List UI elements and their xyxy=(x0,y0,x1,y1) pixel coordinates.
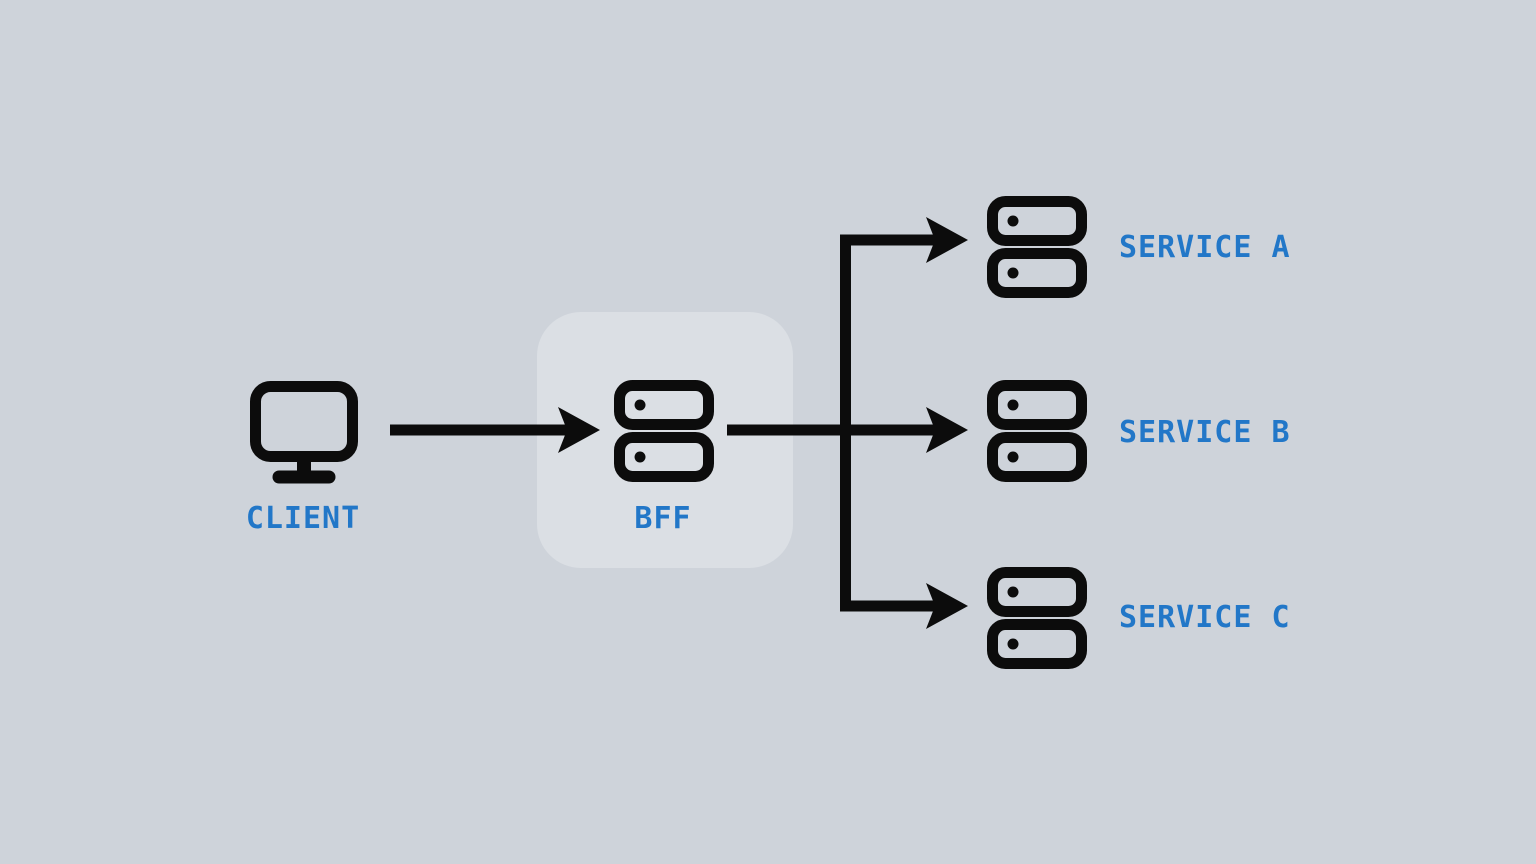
bff-label: BFF xyxy=(634,501,692,536)
client-label: CLIENT xyxy=(245,501,361,536)
service-a-label: SERVICE A xyxy=(1119,230,1291,265)
server-icon xyxy=(987,196,1087,298)
service-c-label: SERVICE C xyxy=(1119,600,1291,635)
monitor-icon xyxy=(249,380,359,484)
service-b-label: SERVICE B xyxy=(1119,415,1291,450)
arrow-bff-to-service-a xyxy=(840,217,968,430)
server-icon xyxy=(987,380,1087,482)
server-icon xyxy=(614,380,714,482)
server-icon xyxy=(987,567,1087,669)
arrow-bff-to-service-c xyxy=(840,430,968,629)
